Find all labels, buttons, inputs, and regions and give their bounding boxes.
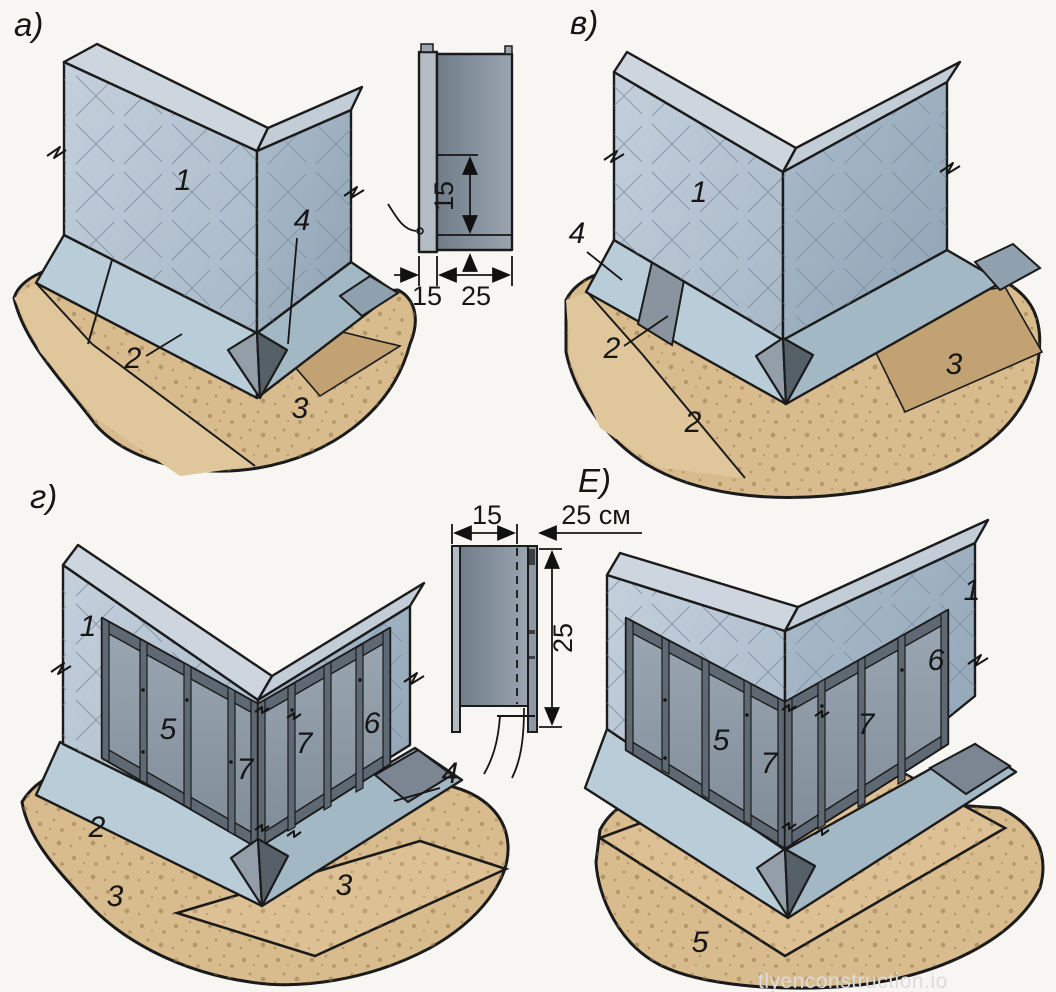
label-wall-1: 1 <box>80 610 97 643</box>
panel-e-formwork-right <box>781 608 950 850</box>
label-corner-post-7: 7 <box>761 747 779 780</box>
label-shield-5: 5 <box>160 713 177 746</box>
panel-g-wall-cap-right <box>256 581 426 702</box>
label-protector-4: 4 <box>294 204 311 237</box>
label-patch-2: 2 <box>603 332 621 365</box>
clamp <box>254 706 270 714</box>
profile-small-lip <box>420 43 434 53</box>
profile-large-dim-height: 25 <box>539 548 578 728</box>
dim-25cm: 25 см <box>561 500 631 530</box>
clamp <box>814 710 830 718</box>
break-mark <box>46 146 67 159</box>
dim-15-flange: 15 <box>412 281 442 311</box>
panel-v-corner-protector <box>754 336 815 406</box>
label-strip-4: 4 <box>569 217 586 250</box>
panel-g-corner-protector <box>229 837 290 908</box>
break-mark <box>403 672 425 685</box>
label-soil-3: 3 <box>292 392 309 425</box>
label-corner-post-7: 7 <box>237 753 255 786</box>
clamp <box>286 712 302 720</box>
break-mark <box>939 162 961 175</box>
panel-a-leader-2 <box>145 333 183 357</box>
panel-e: Е) 1 6 5 7 7 5 <box>578 462 1045 990</box>
dim-25-web: 25 <box>461 281 491 311</box>
panel-e-corner-protector <box>755 847 817 919</box>
panel-g-leader-4 <box>393 787 441 802</box>
panel-g-formwork-left <box>100 616 260 850</box>
panel-g-tag: г) <box>30 478 57 515</box>
label-shield-5: 5 <box>713 724 730 757</box>
panel-e-wall-cap-right <box>783 518 990 633</box>
label-plinth-2: 2 <box>88 811 106 844</box>
clamp <box>814 828 830 836</box>
profile-large-flange <box>527 545 538 733</box>
clamp <box>286 830 302 838</box>
label-blind-3: 3 <box>336 869 353 902</box>
profile-large: 15 25 см 25 <box>451 500 642 779</box>
clamp <box>254 824 270 832</box>
break-mark <box>343 186 365 199</box>
panel-a-leader-4 <box>287 237 298 345</box>
profile-small-dims-bottom: 15 25 <box>394 256 513 311</box>
profile-small-flange <box>417 50 439 254</box>
clamp <box>781 704 797 712</box>
label-wall-1: 1 <box>691 176 708 209</box>
panel-e-plinth-end-slope <box>928 742 1012 796</box>
break-mark <box>967 654 989 667</box>
panel-g: г) 1 5 7 7 6 4 2 3 3 <box>20 478 510 987</box>
panel-a-soil-light-wedge <box>14 283 255 476</box>
label-wall-1: 1 <box>964 574 981 607</box>
panel-v-leader-4 <box>586 251 623 281</box>
profile-large-edge <box>451 545 461 733</box>
panel-a-corner-protector <box>226 330 289 400</box>
profile-large-leader-wire <box>483 715 501 775</box>
panel-v-tag: в) <box>570 4 598 41</box>
panel-v-wall-cap-right <box>781 60 962 174</box>
break-mark <box>50 662 72 675</box>
label-plinth-2: 2 <box>124 342 142 375</box>
label-soil-3: 3 <box>946 348 963 381</box>
panel-v-leader-2 <box>623 315 669 347</box>
break-mark <box>603 150 625 163</box>
panel-a: а) 1 4 2 3 <box>12 6 417 476</box>
panel-g-plinth <box>34 740 464 908</box>
dim-15-inner: 15 <box>429 181 459 211</box>
watermark: tlyenconstruction.io <box>758 970 948 992</box>
label-shield-7: 7 <box>296 727 314 760</box>
panel-v-plinth <box>584 238 1042 406</box>
label-soil-2: 2 <box>684 406 702 439</box>
label-soil-5: 5 <box>692 926 709 959</box>
panel-a-wall <box>62 42 364 335</box>
profile-large-dim-offset: 25 см <box>538 500 642 541</box>
panel-a-wall-cap-right <box>255 85 364 153</box>
panel-g-plinth-end-slope <box>373 748 454 804</box>
label-shield-6: 6 <box>364 707 381 740</box>
profile-small-dim-inner: 15 <box>429 154 512 272</box>
panel-a-plinth-end-slope <box>338 274 400 318</box>
label-shield-6: 6 <box>928 644 945 677</box>
dim-15: 15 <box>472 500 502 530</box>
panel-v-wall <box>612 50 962 342</box>
panel-v: в) 1 4 2 2 3 <box>564 4 1044 499</box>
label-shield-7: 7 <box>858 708 876 741</box>
profile-large-dim-top: 15 <box>451 500 518 544</box>
profile-small-web <box>435 52 514 252</box>
label-wall-1: 1 <box>175 164 192 197</box>
label-soil-3: 3 <box>107 880 124 913</box>
profile-large-leader-wire <box>511 707 525 779</box>
panel-e-tag: Е) <box>578 462 611 499</box>
label-strip-4: 4 <box>442 757 459 790</box>
clamp <box>781 822 797 830</box>
profile-small-leader <box>387 203 417 232</box>
panel-v-soil-light-wedge <box>566 293 745 478</box>
panel-v-plinth-end-slope <box>973 242 1042 292</box>
panel-a-tag: а) <box>14 6 43 43</box>
profile-small: 15 15 25 <box>387 43 514 311</box>
dim-25-height: 25 <box>548 623 578 653</box>
